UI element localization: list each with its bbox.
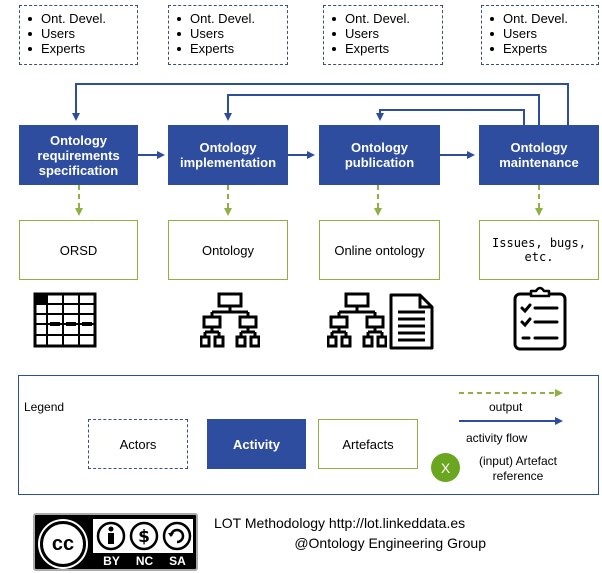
actor-item: Experts — [28, 41, 137, 56]
credit-line-1: LOT Methodology http://lot.linkeddata.es — [214, 515, 466, 531]
legend-arrows — [459, 389, 563, 425]
reference-badge-icon: X — [431, 453, 460, 482]
cc-term-sa: SA — [169, 554, 186, 568]
activity-requirements-specification: Ontology requirements specification — [19, 125, 138, 185]
actor-item: Experts — [490, 41, 598, 56]
cc-logo-icon: cc — [40, 521, 86, 567]
actor-item: Ont. Devel. — [177, 11, 287, 26]
credit-line-2: @Ontology Engineering Group — [294, 535, 486, 551]
cc-term-nc: NC — [135, 554, 154, 568]
clipboard-checklist-icon — [513, 286, 567, 351]
feedback-to-requirements — [72, 83, 569, 126]
actor-box-4: Ont. Devel. Users Experts — [481, 5, 599, 65]
actor-item: Users — [490, 26, 598, 41]
activity-publication: Ontology publication — [319, 125, 440, 185]
actor-item: Ont. Devel. — [332, 11, 442, 26]
cc-term-by: BY — [103, 554, 120, 568]
feedback-to-publication — [376, 109, 525, 126]
actor-box-1: Ont. Devel. Users Experts — [19, 5, 138, 65]
actor-item: Experts — [332, 41, 442, 56]
document-icon — [389, 293, 434, 350]
artefact-issues: Issues, bugs, etc. — [479, 220, 599, 280]
artefact-online-ontology: Online ontology — [319, 220, 440, 280]
activity-maintenance: Ontology maintenance — [479, 125, 599, 185]
table-icon — [33, 292, 97, 348]
cc-license-badge: cc $ BY NC SA — [33, 513, 198, 571]
legend-activity-box: Activity — [207, 419, 306, 469]
actor-item: Users — [28, 26, 137, 41]
legend-actors-box: Actors — [88, 419, 188, 469]
hierarchy-icon — [327, 292, 387, 348]
actor-box-2: Ont. Devel. Users Experts — [168, 5, 288, 65]
cc-terms-icons: $ — [96, 521, 192, 551]
activity-implementation: Ontology implementation — [168, 125, 288, 185]
hierarchy-icon — [200, 292, 260, 348]
artefact-orsd: ORSD — [19, 220, 138, 280]
svg-text:$: $ — [138, 527, 150, 547]
actor-box-3: Ont. Devel. Users Experts — [323, 5, 443, 65]
legend-activity-flow-label: activity flow — [466, 431, 528, 445]
actor-item: Users — [332, 26, 442, 41]
artefact-ontology: Ontology — [168, 220, 288, 280]
legend-title: Legend — [24, 400, 65, 414]
actor-item: Experts — [177, 41, 287, 56]
legend-output-label: output — [489, 400, 523, 414]
actor-item: Ont. Devel. — [490, 11, 598, 26]
actor-item: Users — [177, 26, 287, 41]
actor-item: Ont. Devel. — [28, 11, 137, 26]
feedback-to-implementation — [224, 94, 540, 126]
legend-reference-label: (input) Artefact reference — [478, 454, 558, 483]
legend-artefacts-box: Artefacts — [318, 419, 418, 469]
